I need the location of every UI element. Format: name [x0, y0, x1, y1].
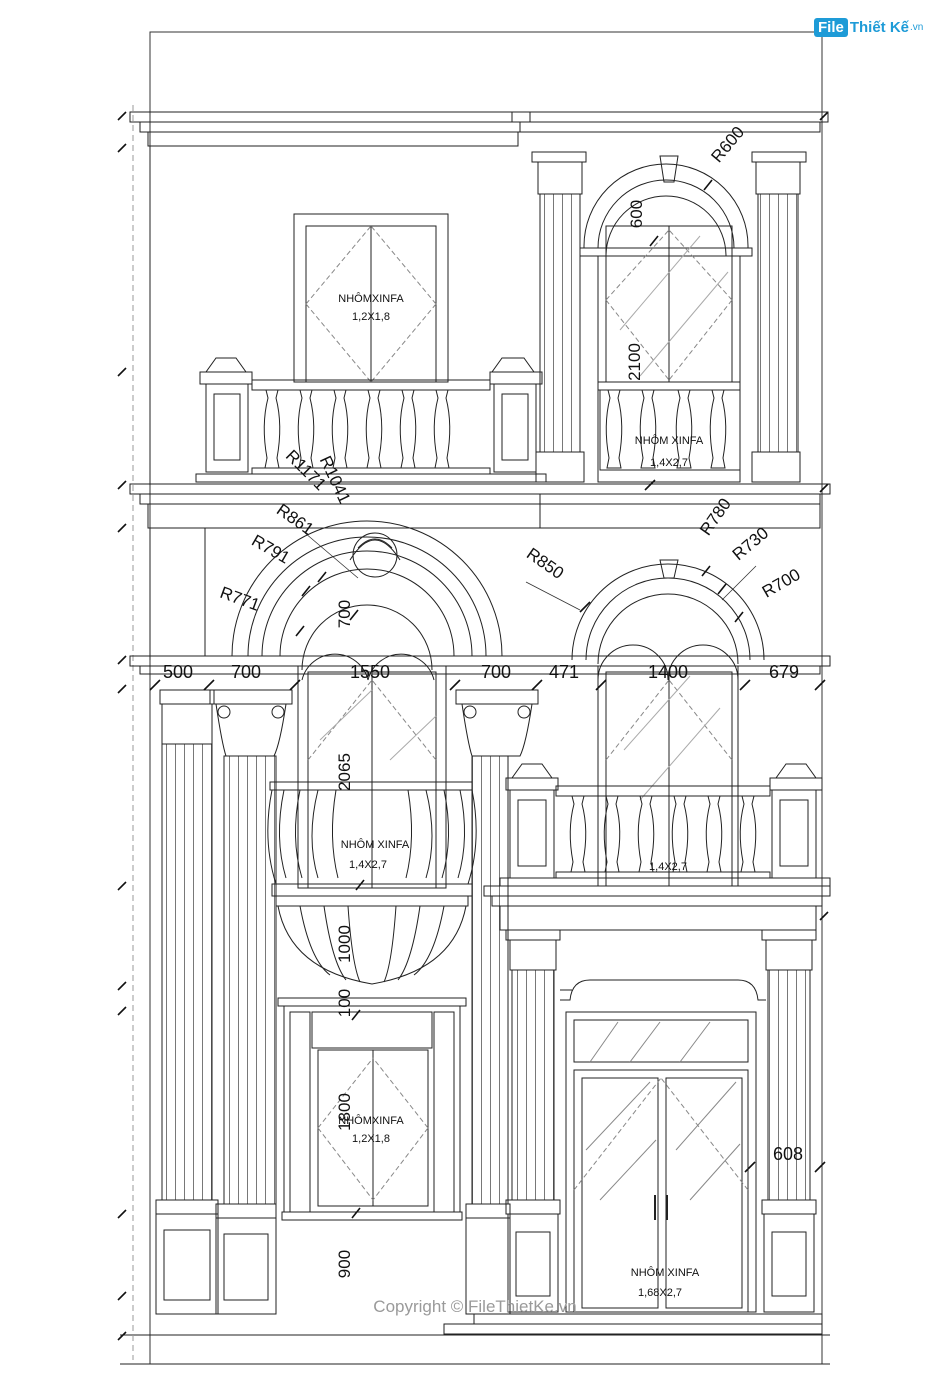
- upper-right-columns: [531, 151, 807, 483]
- upper-left-window-size: 1,2X1,8: [352, 311, 390, 323]
- upper-right-window-name: NHÔM XINFA: [635, 434, 704, 447]
- dim-v600: 600: [627, 200, 646, 228]
- lower-left-window: [277, 997, 467, 1221]
- baluster: [433, 389, 451, 469]
- mid-right-balusters: [569, 795, 757, 873]
- left-corinthian-column: [209, 689, 293, 1315]
- dim-v2065: 2065: [335, 753, 354, 791]
- baluster: [671, 795, 689, 873]
- mid-right-balcony: [499, 763, 831, 887]
- dim-h1400: 1400: [648, 662, 688, 682]
- dim-r850: R850: [523, 544, 567, 583]
- dim-h679: 679: [769, 662, 799, 682]
- dim-v900: 900: [335, 1250, 354, 1278]
- dim-v2100: 2100: [625, 343, 644, 381]
- dim-v1800: 1800: [335, 1093, 354, 1131]
- baluster: [709, 389, 727, 469]
- middle-right-arch: [571, 559, 765, 681]
- dim-r791: R791: [248, 531, 293, 568]
- upper-left-window: [293, 213, 449, 383]
- upper-left-window-name: NHÔMXINFA: [338, 292, 404, 305]
- mid-left-window-name: NHÔM XINFA: [341, 838, 410, 851]
- mid-right-window: [597, 665, 739, 887]
- baluster: [603, 795, 621, 873]
- left-outer-column: [155, 689, 219, 1315]
- left-dimension-ticks: [117, 111, 127, 1341]
- mid-right-window-size: 1,4X2,7: [649, 861, 687, 873]
- baluster: [675, 389, 693, 469]
- upper-balusters: [263, 389, 727, 469]
- lower-left-window-name: NHÔMXINFA: [338, 1114, 404, 1127]
- baluster: [705, 795, 723, 873]
- dim-h471: 471: [549, 662, 579, 682]
- dim-h500: 500: [163, 662, 193, 682]
- logo-text: Thiết Kế: [849, 18, 910, 36]
- dim-v100: 100: [335, 989, 354, 1017]
- dim-h1550: 1550: [350, 662, 390, 682]
- entry-porch: [483, 885, 831, 1313]
- baluster: [569, 795, 587, 873]
- dim-r700: R700: [759, 565, 804, 602]
- middle-left-arch: [231, 520, 503, 681]
- baluster: [639, 389, 657, 469]
- baluster: [263, 389, 281, 469]
- dim-v700: 700: [335, 600, 354, 628]
- baluster: [331, 389, 349, 469]
- logo-box: File: [814, 17, 848, 37]
- dim-h700b: 700: [481, 662, 511, 682]
- mid-left-window-size: 1,4X2,7: [349, 859, 387, 871]
- lower-left-window-size: 1,2X1,8: [352, 1133, 390, 1145]
- mid-left-window: [297, 665, 447, 889]
- dim-h700a: 700: [231, 662, 261, 682]
- baluster: [399, 389, 417, 469]
- door-name: NHÔM XINFA: [631, 1266, 700, 1279]
- dim-h608: 608: [773, 1144, 803, 1164]
- dim-v1000: 1000: [335, 925, 354, 963]
- baluster: [297, 389, 315, 469]
- upper-right-arched-window: [579, 155, 753, 483]
- copyright-watermark: Copyright © FileThietKe.vn: [373, 1297, 576, 1316]
- mid-left-bellied-balcony: [267, 781, 477, 985]
- dim-r730: R730: [729, 523, 772, 564]
- middle-cornice: [129, 483, 831, 660]
- logo-ext: .vn: [910, 21, 924, 33]
- dim-r780: R780: [696, 495, 735, 539]
- baluster: [637, 795, 655, 873]
- site-logo[interactable]: File Thiết Kế .vn: [814, 14, 923, 40]
- top-cornice: [129, 111, 829, 147]
- door-size: 1,68X2,7: [638, 1287, 682, 1299]
- baluster: [365, 389, 383, 469]
- entrance-door: [565, 1011, 757, 1313]
- upper-right-window-size: 1,4X2,7: [650, 457, 688, 469]
- baluster: [739, 795, 757, 873]
- dim-r600: R600: [707, 123, 748, 166]
- baluster: [605, 389, 623, 469]
